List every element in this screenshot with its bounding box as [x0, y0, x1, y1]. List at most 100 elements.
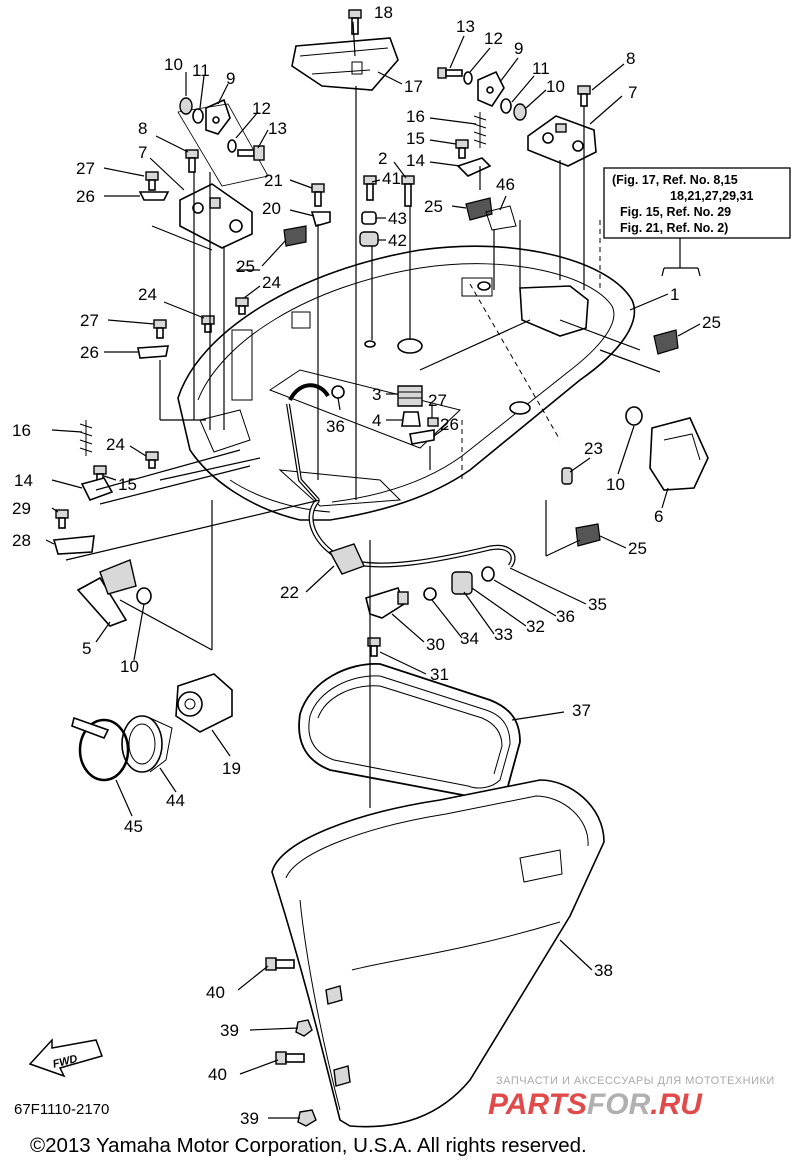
- callout-31: 31: [430, 665, 449, 684]
- callout-32: 32: [526, 617, 545, 636]
- callout-41: 41: [382, 169, 401, 188]
- callout-18: 18: [374, 3, 393, 22]
- callout-46: 46: [496, 175, 515, 194]
- callout-16: 16: [406, 107, 425, 126]
- callout-23: 23: [584, 439, 603, 458]
- callout-39: 39: [240, 1109, 259, 1128]
- callout-5: 5: [82, 639, 91, 658]
- lever-part-5: [76, 559, 137, 627]
- callout-44: 44: [166, 791, 185, 810]
- reference-note-line-4: Fig. 21, Ref. No. 2): [620, 221, 728, 235]
- callout-38: 38: [594, 961, 613, 980]
- callout-11: 11: [192, 61, 210, 80]
- callout-26: 26: [80, 343, 99, 362]
- callout-28: 28: [12, 531, 31, 550]
- callout-43: 43: [388, 209, 407, 228]
- callout-15: 15: [406, 129, 425, 148]
- callout-25: 25: [702, 313, 721, 332]
- callout-4: 4: [372, 411, 381, 430]
- callout-30: 30: [426, 635, 445, 654]
- bolts-part-39-40: [265, 957, 317, 1127]
- callout-40: 40: [206, 983, 225, 1002]
- lever-part-9-left: [177, 98, 269, 187]
- callout-25: 25: [236, 257, 255, 276]
- fwd-arrow-icon: [28, 1038, 103, 1078]
- callout-40: 40: [208, 1065, 227, 1084]
- callout-27: 27: [428, 391, 447, 410]
- assembly-guide-lines: [65, 86, 661, 808]
- callout-35: 35: [588, 595, 607, 614]
- callout-9: 9: [226, 69, 235, 88]
- callout-34: 34: [460, 629, 479, 648]
- callout-13: 13: [268, 119, 287, 138]
- callout-labels: 18 13 12 9 8 17 11 10 7 10 11 9 12 13 16…: [12, 3, 721, 1128]
- fwd-label: FWD: [52, 1053, 79, 1071]
- bracket-part-7-right: [527, 115, 597, 167]
- callout-33: 33: [494, 625, 513, 644]
- leader-lines: [45, 21, 701, 1119]
- callout-25: 25: [628, 539, 647, 558]
- reference-note-line-2: 18,21,27,29,31: [670, 189, 753, 203]
- drawing-code: 67F1110-2170: [14, 1101, 109, 1118]
- reference-note-line-3: Fig. 15, Ref. No. 29: [620, 205, 731, 219]
- callout-26: 26: [440, 415, 459, 434]
- callout-36: 36: [326, 417, 345, 436]
- reference-note-line-1: (Fig. 17, Ref. No. 8,15: [612, 173, 738, 187]
- callout-29: 29: [12, 499, 31, 518]
- reference-note: (Fig. 17, Ref. No. 8,15 18,21,27,29,31 F…: [612, 173, 753, 235]
- hose-part-44: [121, 715, 173, 773]
- callout-27: 27: [80, 311, 99, 330]
- cowling-seal-part-17: [291, 37, 399, 91]
- callout-19: 19: [222, 759, 241, 778]
- reference-note-bracket: [603, 167, 791, 277]
- callout-39: 39: [220, 1021, 239, 1040]
- callout-10: 10: [164, 55, 183, 74]
- callout-1: 1: [670, 285, 679, 304]
- callout-3: 3: [372, 385, 381, 404]
- callout-36: 36: [556, 607, 575, 626]
- callout-10: 10: [546, 77, 565, 96]
- callout-14: 14: [14, 471, 33, 490]
- callout-42: 42: [388, 231, 407, 250]
- callout-8: 8: [138, 119, 147, 138]
- lower-cowling-part-38: [271, 779, 605, 1128]
- handle-part-6: [649, 417, 709, 491]
- callout-17: 17: [404, 77, 423, 96]
- callout-12: 12: [484, 29, 503, 48]
- watermark-tagline: ЗАПЧАСТИ И АКСЕССУАРЫ ДЛЯ МОТОТЕХНИКИ: [496, 1075, 775, 1087]
- callout-24: 24: [262, 273, 281, 292]
- callout-24: 24: [138, 285, 157, 304]
- bottom-cowling-part-1: [177, 245, 636, 568]
- callout-25: 25: [424, 197, 443, 216]
- callout-7: 7: [628, 83, 637, 102]
- callout-10: 10: [606, 475, 625, 494]
- callout-6: 6: [654, 507, 663, 526]
- callout-8: 8: [626, 49, 635, 68]
- callout-45: 45: [124, 817, 143, 836]
- callout-21: 21: [264, 171, 283, 190]
- copyright-notice: ©2013 Yamaha Motor Corporation, U.S.A. A…: [30, 1134, 587, 1157]
- callout-2: 2: [378, 149, 387, 168]
- callout-10: 10: [120, 657, 139, 676]
- bolts: [52, 9, 679, 657]
- callout-9: 9: [514, 39, 523, 58]
- lever-part-9-right: [477, 70, 505, 107]
- callout-11: 11: [532, 59, 550, 78]
- bracket-part-7-left: [179, 183, 253, 249]
- callout-27: 27: [76, 159, 95, 178]
- callout-20: 20: [262, 199, 281, 218]
- watermark: ЗАПЧАСТИ И АКСЕССУАРЫ ДЛЯ МОТОТЕХНИКИ PA…: [488, 1075, 775, 1121]
- callout-12: 12: [252, 99, 271, 118]
- callout-22: 22: [280, 583, 299, 602]
- clamp-part-45: [71, 716, 130, 782]
- joint-part-19: [175, 673, 233, 733]
- callout-37: 37: [572, 701, 591, 720]
- callout-26: 26: [76, 187, 95, 206]
- watermark-logo: PARTSFOR.RU: [488, 1088, 703, 1121]
- callout-14: 14: [406, 151, 425, 170]
- callout-7: 7: [138, 143, 147, 162]
- callout-13: 13: [456, 17, 475, 36]
- callout-15: 15: [118, 475, 137, 494]
- callout-24: 24: [106, 435, 125, 454]
